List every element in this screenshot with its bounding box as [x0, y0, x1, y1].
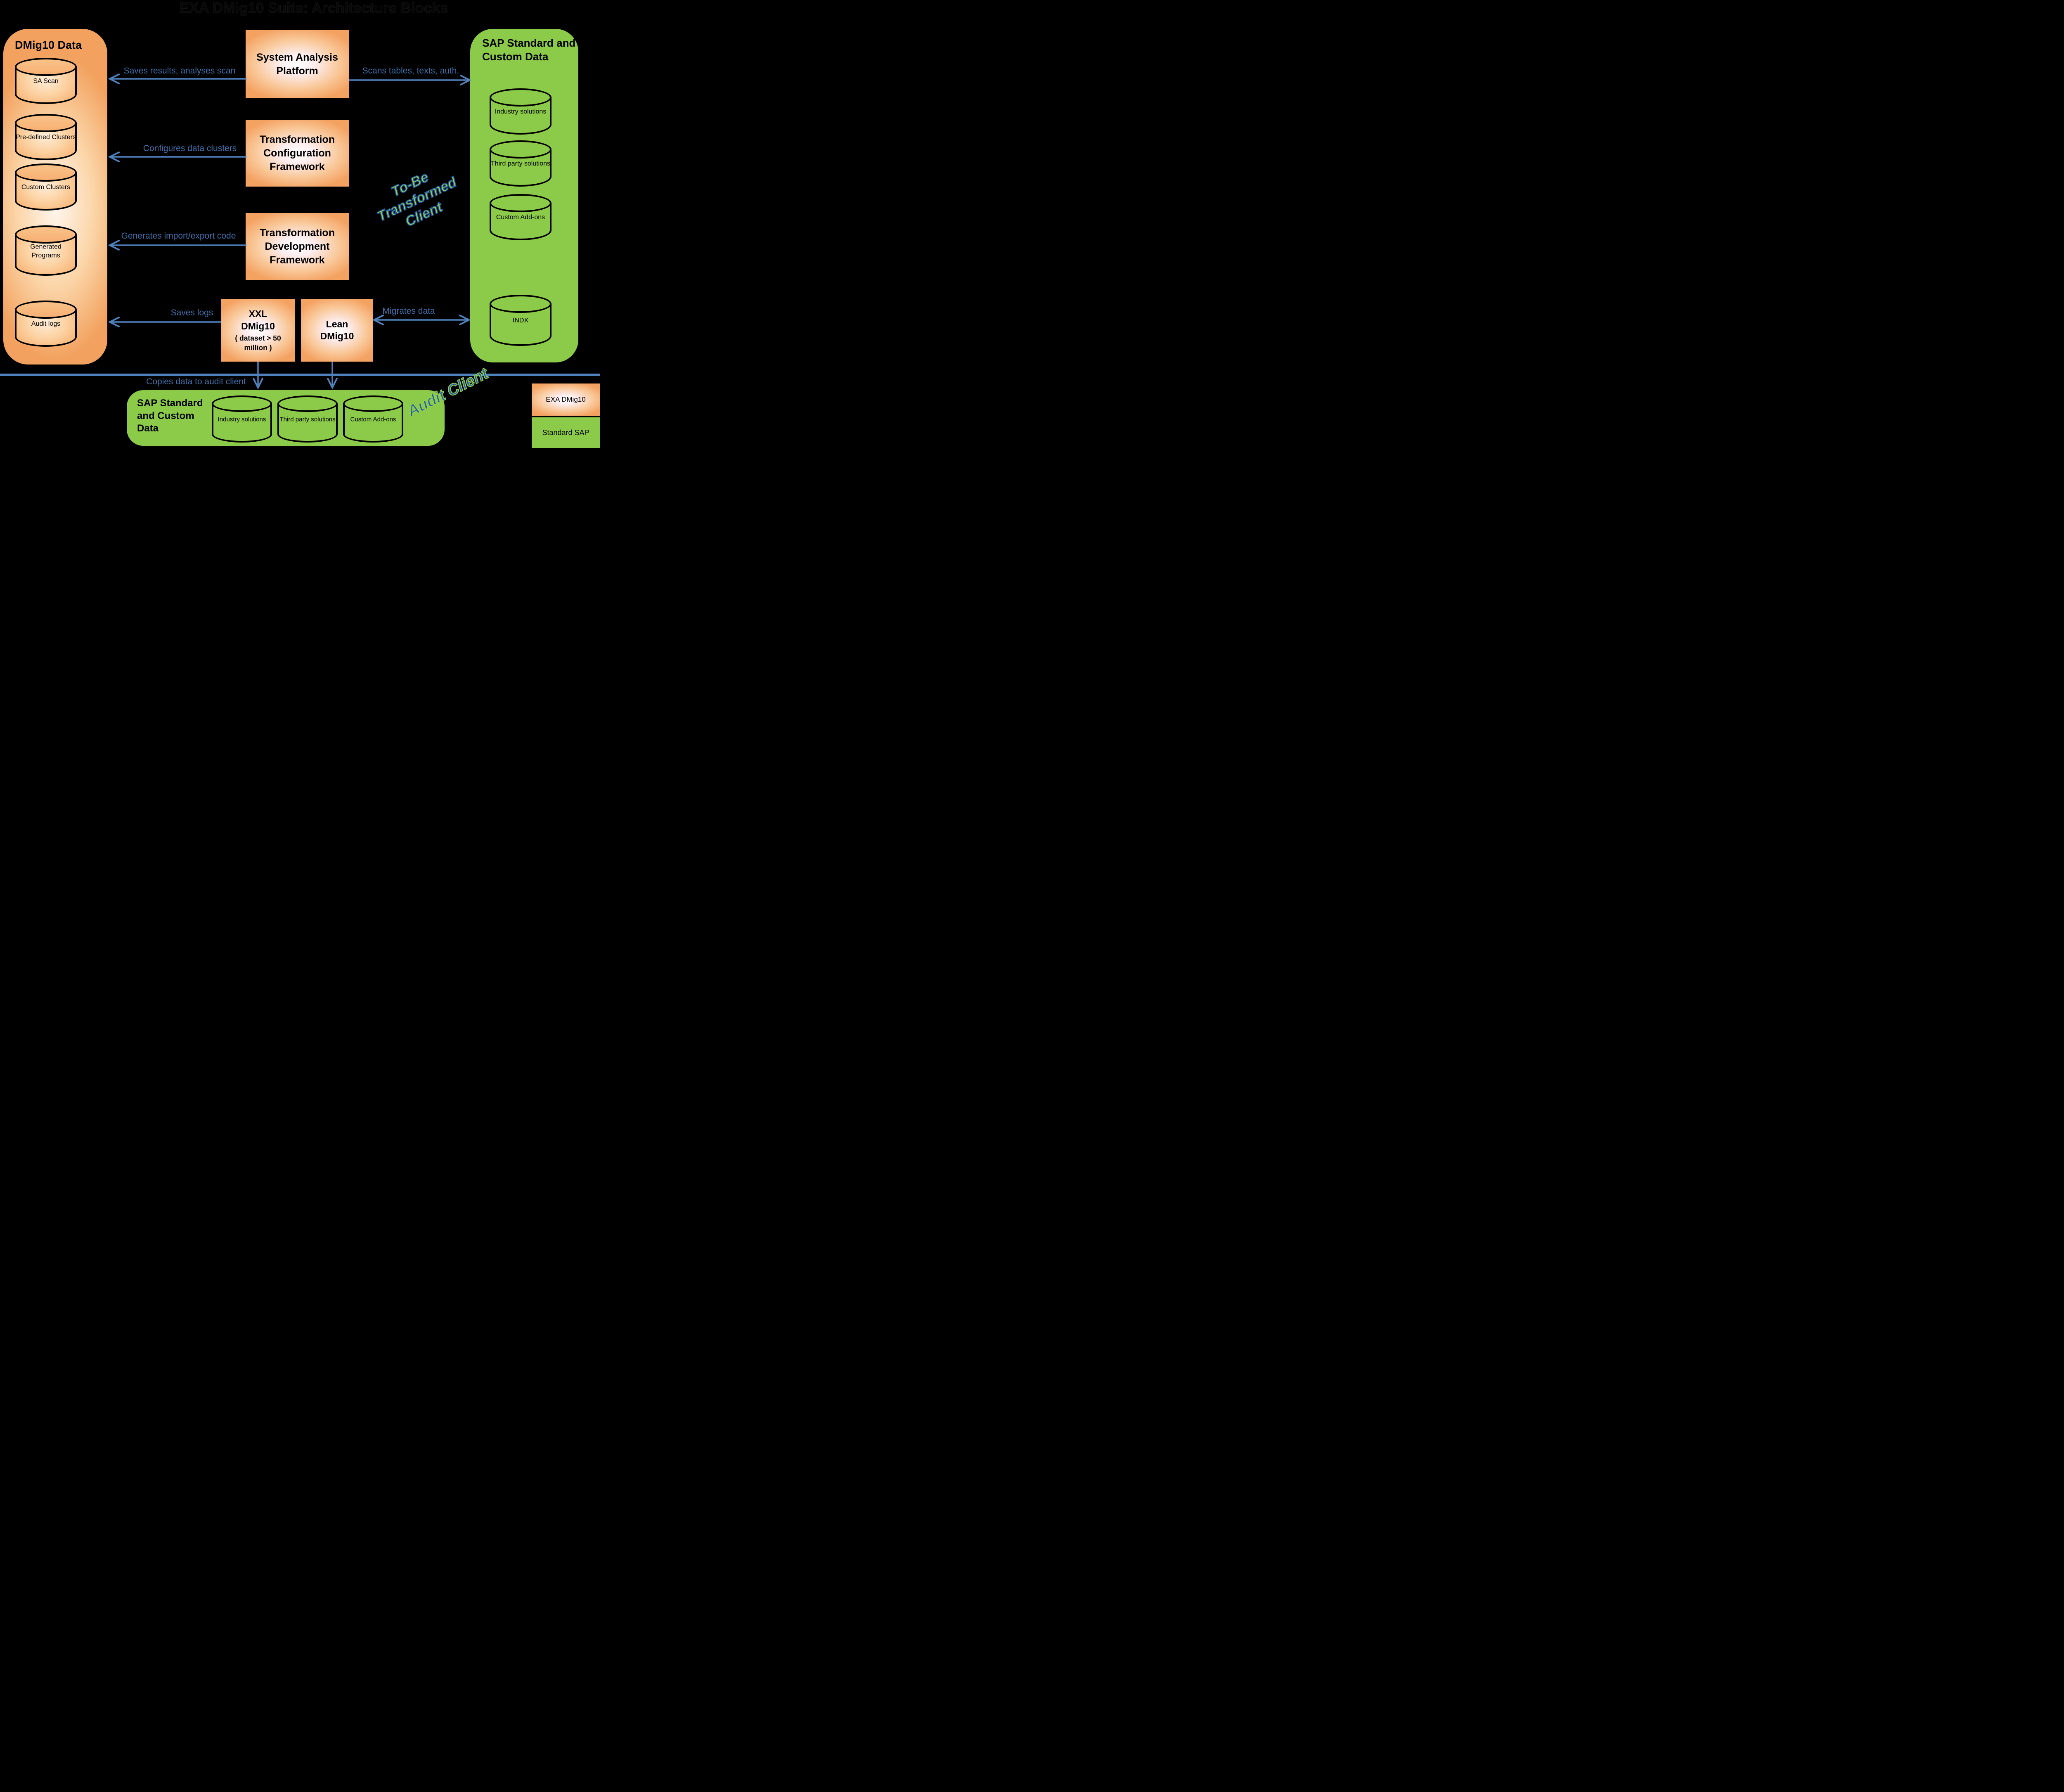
divider-line [0, 374, 600, 376]
cylinder-label: Custom Add-ons [496, 213, 545, 221]
cylinder-top-ellipse [15, 163, 77, 182]
annotation-to-be-transformed-client: To-Be Transformed Client [374, 168, 459, 230]
cylinder-top-ellipse [15, 58, 77, 76]
arrow-saves-logs [108, 317, 221, 327]
arrow-scans-tables [349, 75, 472, 85]
panel-audit-title: SAP Standard and Custom Data [137, 398, 203, 434]
cylinder-top-ellipse [490, 140, 552, 159]
arrow-migrates-data [372, 315, 471, 325]
box-title: XXL DMig10 [241, 308, 275, 331]
cylinder-top-ellipse [15, 225, 77, 244]
diagram-canvas: EXA DMig10 Suite: Architecture Blocks DM… [0, 0, 600, 448]
box-transformation-development-framework: Transformation Development Framework [246, 213, 349, 280]
arrow-lean-to-audit [327, 362, 338, 390]
panel-sap-title: SAP Standard and Custom Data [482, 37, 576, 63]
cylinder-top-ellipse [15, 114, 77, 132]
label-saves-results: Saves results, analyses scan [123, 66, 236, 76]
label-migrates-data: Migrates data [382, 306, 435, 316]
cylinder-label: Pre-defined Clusters [16, 133, 76, 141]
cylinder-indx: INDX [490, 295, 552, 346]
cylinder-audit-custom-addons: Custom Add-ons [343, 395, 403, 443]
box-lean-dmig10: Lean DMig10 [301, 299, 373, 362]
cylinder-label: Third party solutions [279, 416, 336, 423]
cylinder-label: Custom Add-ons [350, 416, 396, 423]
cylinder-sa-scan: SA Scan [15, 58, 77, 104]
label-configures-data-clusters: Configures data clusters [143, 144, 237, 153]
cylinder-top-ellipse [343, 395, 403, 412]
box-xxl-dmig10: XXL DMig10 ( dataset > 50 million ) [221, 299, 295, 362]
panel-dmig10-data-title: DMig10 Data [15, 39, 82, 51]
cylinder-label: Audit logs [31, 320, 61, 327]
label-saves-logs: Saves logs [170, 308, 213, 317]
cylinder-audit-logs: Audit logs [15, 301, 77, 347]
page-title: EXA DMig10 Suite: Architecture Blocks [179, 0, 448, 17]
cylinder-top-ellipse [15, 301, 77, 319]
cylinder-label: Industry solutions [218, 416, 266, 423]
label-scans-tables: Scans tables, texts, auth. [362, 66, 459, 76]
cylinder-audit-industry-solutions: Industry solutions [212, 395, 272, 443]
legend-label: EXA DMig10 [546, 395, 586, 403]
box-subtitle: ( dataset > 50 million ) [235, 334, 281, 352]
cylinder-top-ellipse [490, 88, 552, 107]
cylinder-label: Custom Clusters [21, 183, 71, 191]
cylinder-generated-programs: Generated Programs [15, 225, 77, 276]
cylinder-audit-third-party-solutions: Third party solutions [277, 395, 338, 443]
box-title: Transformation Configuration Framework [260, 133, 335, 173]
box-title: Transformation Development Framework [260, 227, 335, 266]
legend-standard-sap: Standard SAP [532, 417, 600, 448]
cylinder-top-ellipse [277, 395, 338, 412]
box-system-analysis-platform: System Analysis Platform [246, 30, 349, 98]
arrow-configures-clusters [108, 152, 246, 162]
box-transformation-configuration-framework: Transformation Configuration Framework [246, 120, 349, 187]
box-title: Lean DMig10 [320, 318, 354, 341]
cylinder-label: Generated Programs [30, 243, 62, 259]
arrow-generates-code [108, 240, 246, 251]
cylinder-label: Third party solutions [490, 160, 551, 167]
cylinder-label: INDX [512, 317, 529, 324]
cylinder-label: Industry solutions [495, 108, 547, 115]
legend-label: Standard SAP [542, 428, 589, 437]
cylinder-predefined-clusters: Pre-defined Clusters [15, 114, 77, 160]
cylinder-label: SA Scan [33, 77, 59, 85]
cylinder-body [277, 404, 338, 443]
cylinder-custom-clusters: Custom Clusters [15, 163, 77, 211]
cylinder-body [343, 404, 403, 443]
label-generates-import-export: Generates import/export code [121, 231, 236, 241]
label-copies-data-audit-client: Copies data to audit client [146, 377, 246, 386]
cylinder-top-ellipse [212, 395, 272, 412]
box-title: System Analysis Platform [256, 51, 338, 77]
cylinder-top-ellipse [490, 194, 552, 212]
cylinder-top-ellipse [490, 295, 552, 313]
cylinder-custom-addons: Custom Add-ons [490, 194, 552, 240]
cylinder-industry-solutions: Industry solutions [490, 88, 552, 135]
cylinder-third-party-solutions: Third party solutions [490, 140, 552, 187]
legend-exa-dmig10: EXA DMig10 [532, 383, 600, 416]
